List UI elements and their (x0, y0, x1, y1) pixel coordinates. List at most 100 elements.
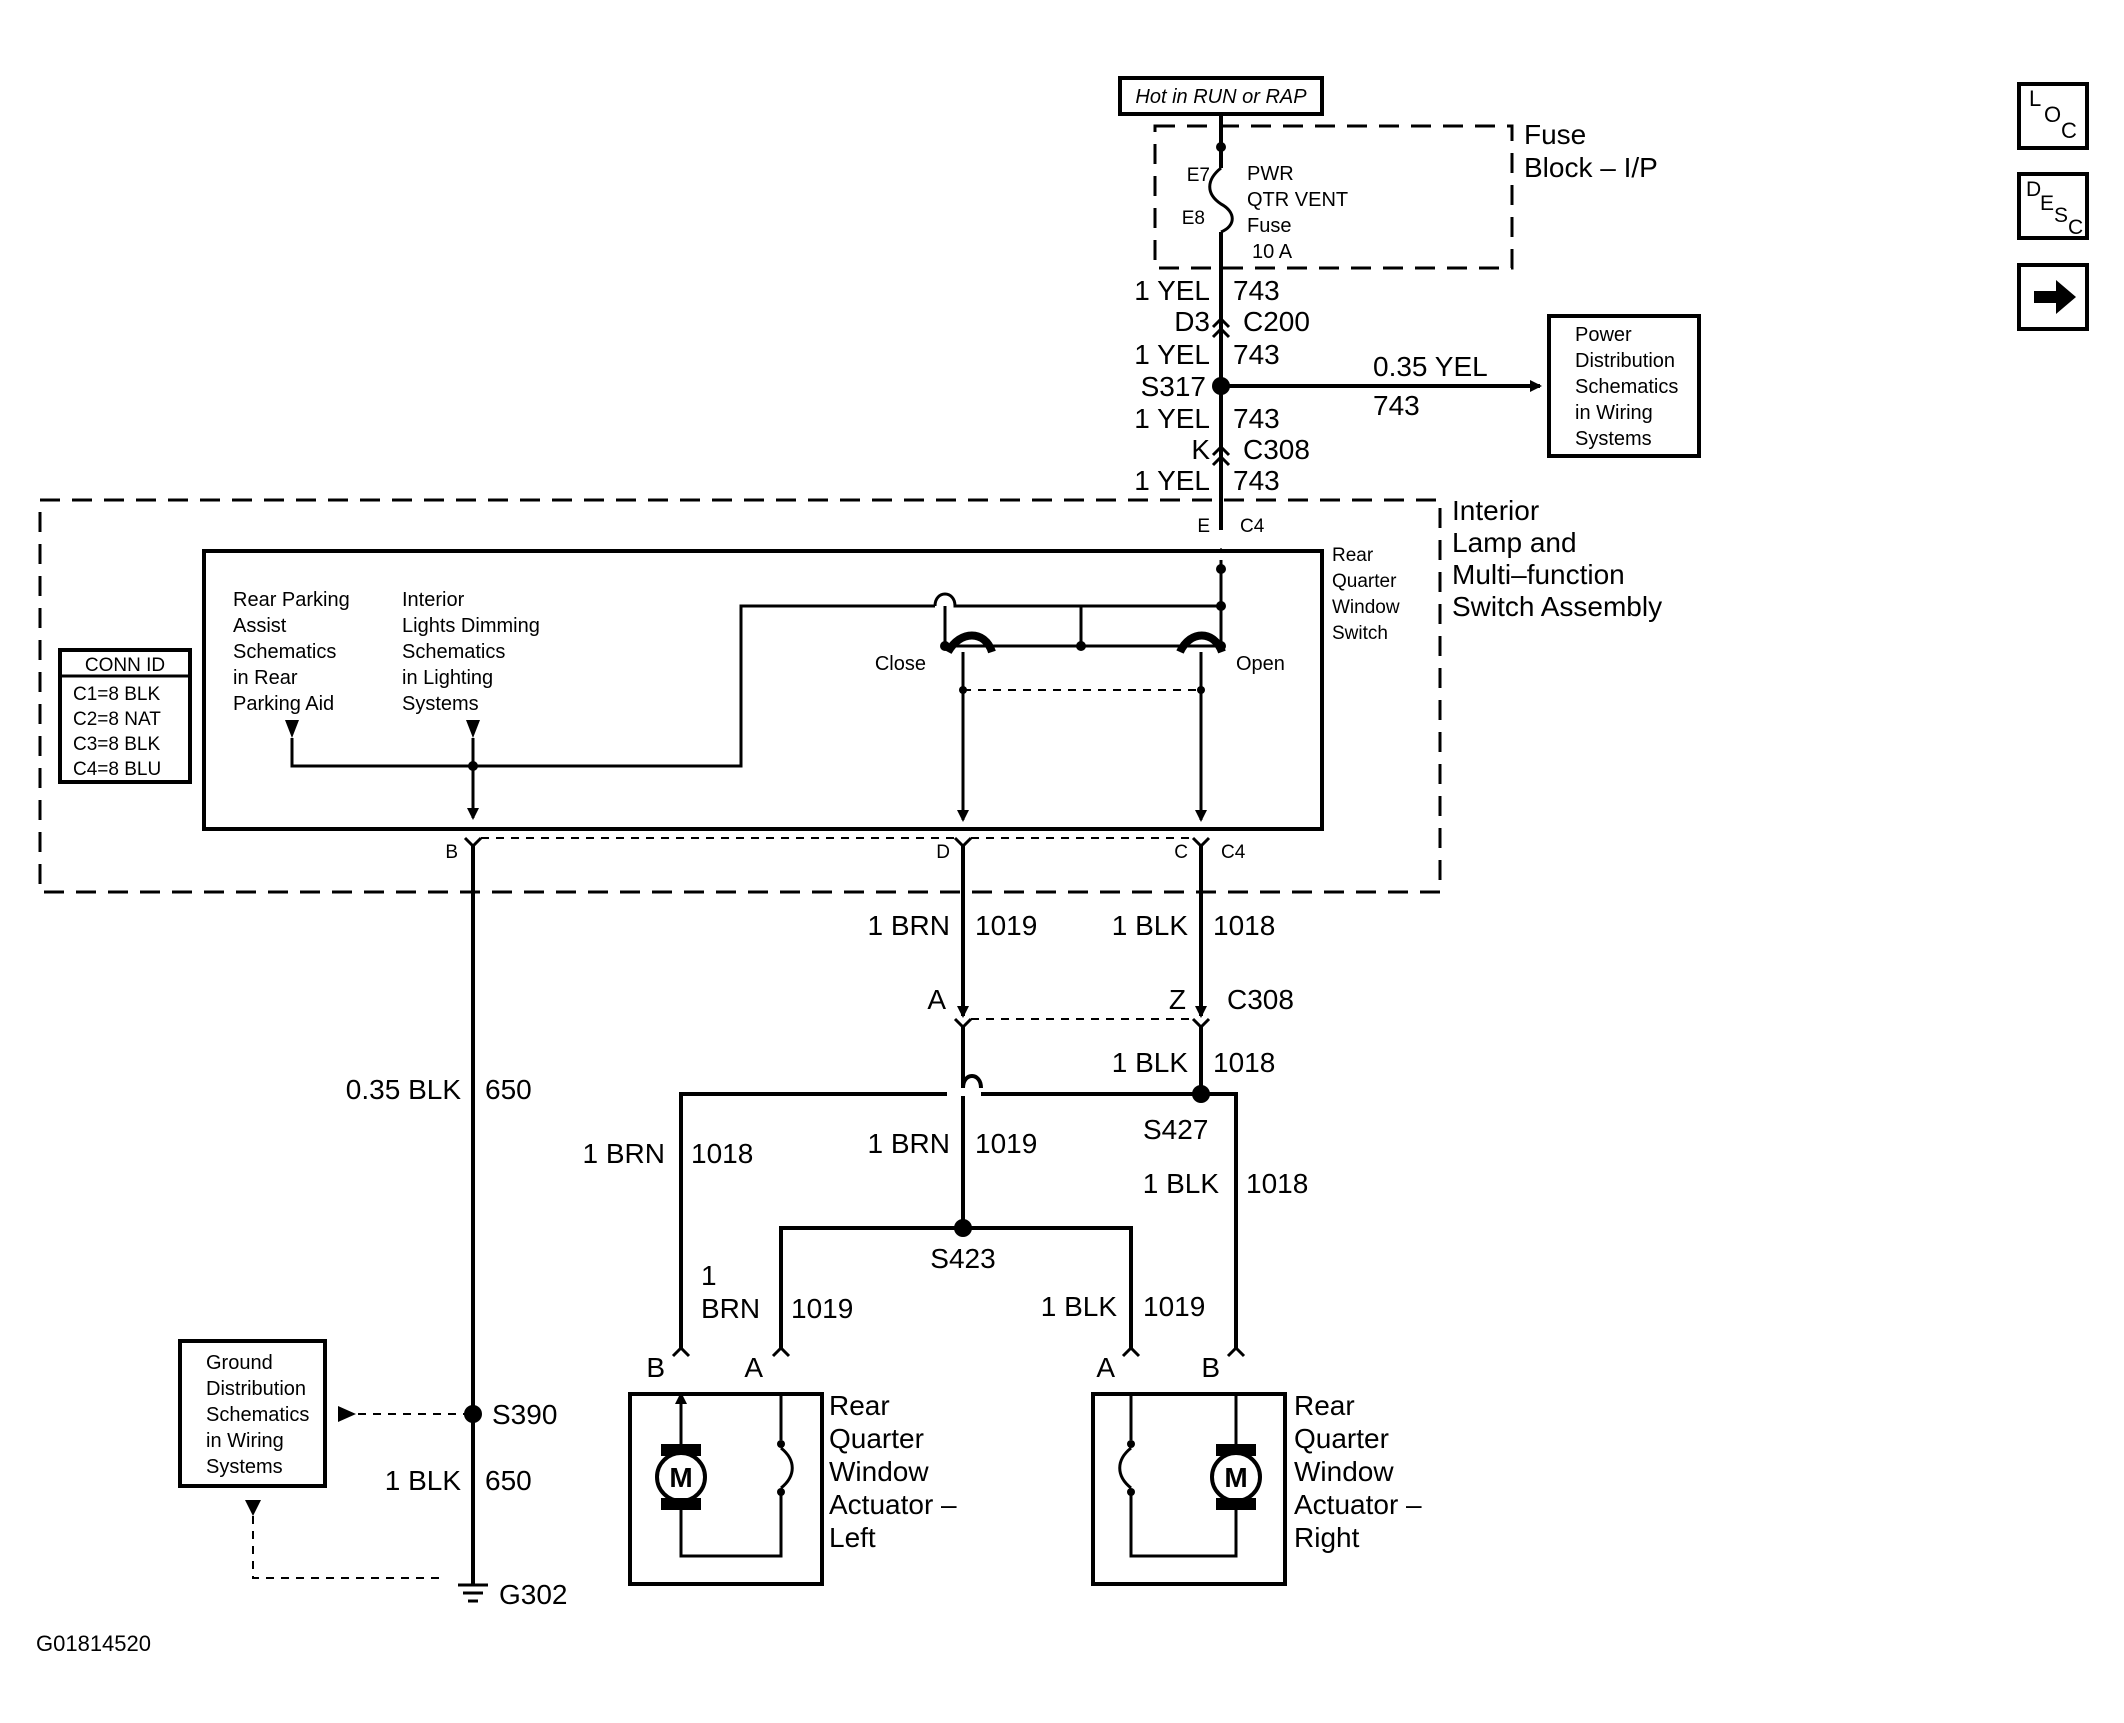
dimming-loop-wire (290, 604, 935, 768)
right-pin-a: A (1096, 1352, 1115, 1383)
c4-bottom-label: C4 (1221, 842, 1246, 863)
switch-assembly-box (202, 549, 1324, 831)
gd-text-5: Systems (206, 1456, 283, 1478)
blk-mid-color: 1 BLK (1112, 1047, 1189, 1078)
ground-distribution-box[interactable] (178, 1339, 327, 1488)
blk-mid-circuit: 1018 (1213, 1047, 1275, 1078)
actuator-left: M Rear Quarter Window Actuator – Left (628, 1390, 957, 1586)
right-limit-node-bottom (1127, 1488, 1135, 1496)
loc-letter-1: L (2029, 86, 2041, 111)
left-motor-label: M (669, 1462, 692, 1493)
gd-text-4: in Wiring (206, 1430, 284, 1452)
c308-pin-a: A (927, 984, 946, 1015)
actuator-right-label-3: Window (1294, 1456, 1394, 1487)
right-blk-color: 1 BLK (1143, 1168, 1220, 1199)
right-motor-label: M (1224, 1462, 1247, 1493)
feed-wire-labels: 1 YEL 743 D3 C200 1 YEL 743 S317 1 YEL 7… (1134, 275, 1310, 496)
fuse-pin-e8: E8 (1182, 208, 1205, 229)
ground-g302: G302 (499, 1579, 568, 1610)
desc-button[interactable]: D E S C (2017, 172, 2089, 240)
loc-button-frame[interactable] (2017, 82, 2089, 150)
rear-parking-ref-1: Rear Parking (233, 589, 350, 611)
loc-button[interactable]: L O C (2017, 82, 2089, 150)
desc-letter-2: E (2040, 192, 2054, 215)
right-pin-b: B (1201, 1352, 1220, 1383)
left-motor-loop (679, 1494, 783, 1558)
switch-label-2: Quarter (1332, 571, 1397, 592)
actuator-left-label-3: Window (829, 1456, 929, 1487)
wire-circuit-2: 743 (1233, 339, 1280, 370)
actuator-left-label-2: Quarter (829, 1423, 924, 1454)
left-limit-node-bottom (777, 1488, 785, 1496)
center-brn-circuit: 1019 (975, 1128, 1037, 1159)
c4-pin-b: B (445, 842, 458, 863)
splice-s390: S390 (492, 1399, 557, 1430)
ground-upper-circuit: 650 (485, 1074, 532, 1105)
right-a-circuit: 1019 (1143, 1291, 1205, 1322)
arrow-right-icon (2034, 280, 2076, 314)
blk-1018-right (1201, 1092, 1238, 1348)
c308-bottom-label: C308 (1227, 984, 1294, 1015)
figure-id: G01814520 (36, 1631, 151, 1656)
power-distribution-branch: 0.35 YEL 743 Power Distribution Schemati… (1221, 314, 1701, 458)
conn-id-box (58, 648, 192, 784)
power-header: Hot in RUN or RAP (1118, 76, 1324, 116)
rear-parking-ref-2: Assist (233, 615, 287, 637)
dimming-junction (468, 761, 478, 771)
pd-text-5: Systems (1575, 428, 1652, 450)
rear-parking-ref-3: Schematics (233, 641, 336, 663)
fuse-block-outline (1153, 124, 1514, 270)
assembly-label-3: Multi–function (1452, 559, 1625, 590)
right-a-color: 1 BLK (1041, 1291, 1118, 1322)
desc-letter-4: C (2068, 216, 2083, 239)
actuator-right: M Rear Quarter Window Actuator – Right (1091, 1390, 1422, 1586)
actuator-right-label-1: Rear (1294, 1390, 1355, 1421)
conn-id-row-4: C4=8 BLU (73, 759, 161, 780)
left-pin-a-icon (771, 1345, 791, 1358)
fuse-pin-e7: E7 (1187, 165, 1210, 186)
actuator-right-label-4: Actuator – (1294, 1489, 1422, 1520)
pd-text-3: Schematics (1575, 376, 1678, 398)
lower-wiring: 0.35 BLK 650 S390 1 BLK 650 G302 Ground … (178, 846, 1308, 1610)
c4-pin-c: C (1174, 842, 1188, 863)
hot-in-run-label: Hot in RUN or RAP (1135, 86, 1307, 108)
c308-pin-z-icon (1191, 1017, 1211, 1030)
pd-text-1: Power (1575, 324, 1632, 346)
next-button[interactable] (2017, 263, 2089, 331)
wire-color-4: 1 YEL (1134, 465, 1210, 496)
actuator-left-label-1: Rear (829, 1390, 890, 1421)
switch-open-label: Open (1236, 653, 1285, 675)
ground-g302-icon (458, 1583, 488, 1603)
rear-parking-ref-5: Parking Aid (233, 693, 334, 715)
wire-circuit-3: 743 (1233, 403, 1280, 434)
desc-button-frame[interactable] (2017, 172, 2089, 240)
pd-text-4: in Wiring (1575, 402, 1653, 424)
loc-letter-2: O (2044, 102, 2061, 127)
switch-node-top (1216, 564, 1226, 574)
splice-s390-dot (464, 1405, 482, 1423)
loc-letter-3: C (2061, 118, 2077, 143)
left-a-color-2: BRN (701, 1293, 760, 1324)
fuse-block-label-1: Fuse (1524, 119, 1586, 150)
c308-pin-z: Z (1169, 984, 1186, 1015)
left-a-color-1: 1 (701, 1260, 717, 1291)
wire-color-1: 1 YEL (1134, 275, 1210, 306)
assembly-outline (38, 498, 1442, 894)
rear-parking-ref-arrow (285, 720, 299, 738)
splice-s423: S423 (930, 1243, 995, 1274)
conn-id-row-1: C1=8 BLK (73, 684, 160, 705)
c308-pin-a-icon (953, 1017, 973, 1030)
branch-circuit: 743 (1373, 390, 1420, 421)
wire-color-3: 1 YEL (1134, 403, 1210, 434)
desc-letter-3: S (2054, 204, 2068, 227)
gd-text-2: Distribution (206, 1378, 306, 1400)
right-limit-node-top (1127, 1440, 1135, 1448)
c200-pin: D3 (1174, 306, 1210, 337)
fuse-text-1: PWR (1247, 163, 1294, 185)
interior-lamp-assembly: Interior Lamp and Multi–function Switch … (38, 495, 1662, 894)
actuator-right-label-5: Right (1294, 1522, 1360, 1553)
wire-circuit-4: 743 (1233, 465, 1280, 496)
actuator-right-label-2: Quarter (1294, 1423, 1389, 1454)
power-distribution-box[interactable] (1547, 314, 1701, 458)
